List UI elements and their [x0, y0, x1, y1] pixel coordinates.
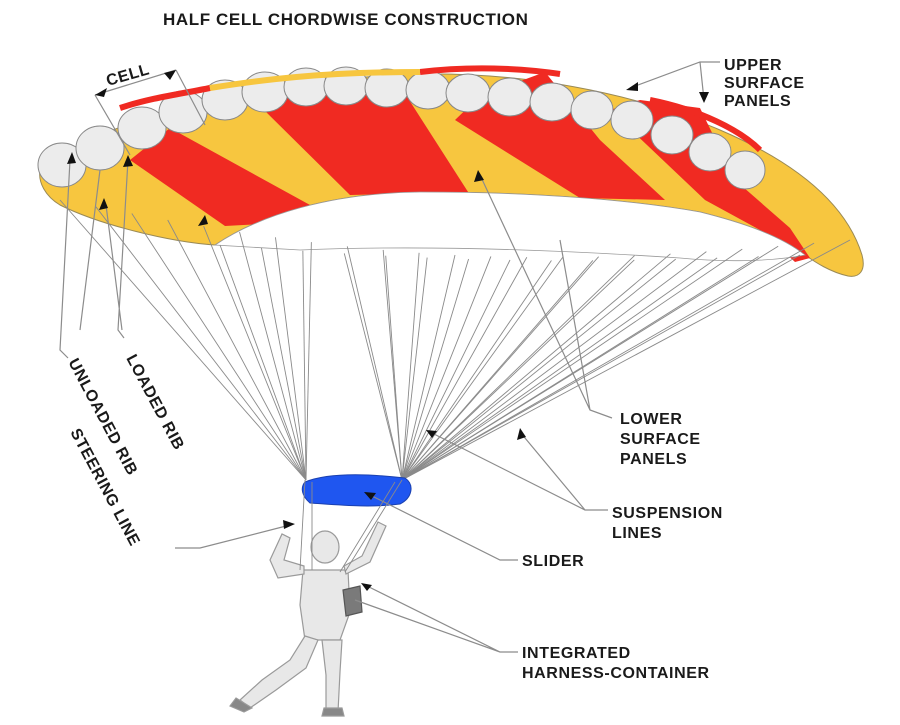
suspension-line [401, 254, 801, 481]
upper-surface-line1: UPPER [724, 57, 782, 74]
suspension-line [401, 257, 428, 481]
container [342, 585, 363, 617]
suspension-line1: SUSPENSION [612, 505, 723, 522]
harness-line2: HARNESS-CONTAINER [522, 665, 710, 682]
suspension-line [401, 251, 707, 481]
suspension-line [401, 258, 676, 481]
diagram-title: HALF CELL CHORDWISE CONSTRUCTION [163, 10, 528, 29]
upper-rim-yellow [209, 69, 421, 91]
suspension-line [401, 253, 671, 481]
suspension-line [167, 219, 307, 481]
suspension-line [275, 237, 307, 481]
suspension-line2: LINES [612, 525, 662, 542]
red-stripe-2 [262, 78, 470, 195]
upper-surface-callout: UPPER SURFACE PANELS [626, 57, 805, 110]
upper-surface-line2: SURFACE [724, 75, 805, 92]
harness-callout: INTEGRATED HARNESS-CONTAINER [354, 583, 710, 682]
unloaded-rib-label: UNLOADED RIB [64, 356, 140, 479]
canopy [37, 65, 864, 277]
jumper-boot-left [229, 697, 254, 713]
suspension-line [401, 257, 718, 481]
red-stripe-1 [130, 128, 310, 226]
lower-surface-line1: LOWER [620, 411, 683, 428]
jumper-figure [229, 521, 387, 717]
jumper-boot-right [321, 707, 345, 717]
harness-line1: INTEGRATED [522, 645, 631, 662]
suspension-line [59, 199, 307, 481]
jumper-torso [299, 569, 351, 641]
jumper-right-arm [343, 521, 387, 575]
suspension-line [260, 247, 307, 481]
steering-line-label: STEERING LINE [66, 426, 142, 549]
lower-surface-line3: PANELS [620, 451, 687, 468]
suspension-line [401, 255, 635, 481]
jumper-left-arm [269, 533, 305, 579]
suspension-line [401, 256, 528, 481]
suspension-line [95, 206, 307, 481]
suspension-line [302, 250, 307, 481]
lower-surface-area [213, 191, 806, 262]
upper-rim-red-3 [649, 97, 763, 153]
suspension-line [401, 257, 564, 481]
suspension-line [239, 231, 307, 481]
suspension-line [131, 213, 307, 481]
riser-left [299, 479, 313, 571]
suspension-line [346, 246, 403, 481]
suspension-line [401, 258, 470, 481]
jumper-right-leg [321, 639, 343, 713]
upper-rim-red-2 [419, 65, 561, 77]
slider [301, 474, 412, 507]
suspension-lines [59, 199, 851, 481]
suspension-line [401, 239, 851, 481]
suspension-line [385, 255, 403, 481]
suspension-line [219, 244, 307, 481]
upper-surface-line3: PANELS [724, 93, 791, 110]
upper-rim-red [119, 85, 211, 111]
suspension-line [305, 242, 312, 481]
loaded-rib-label: LOADED RIB [122, 352, 187, 453]
suspension-line [401, 248, 743, 481]
suspension-callout: SUSPENSION LINES [426, 428, 723, 542]
lower-surface-line2: SURFACE [620, 431, 701, 448]
riser-right [339, 479, 403, 573]
suspension-line [343, 253, 403, 481]
lower-surface-callout: LOWER SURFACE PANELS [474, 170, 701, 468]
suspension-line [401, 260, 552, 481]
suspension-line [401, 242, 815, 481]
slider-label: SLIDER [522, 553, 584, 570]
suspension-line [401, 256, 492, 481]
suspension-line [401, 260, 594, 481]
slider-callout: SLIDER [364, 492, 584, 570]
jumper-head [310, 530, 340, 564]
suspension-line [401, 259, 511, 481]
suspension-line [401, 252, 420, 481]
jumper-left-leg [239, 635, 319, 709]
suspension-line [203, 226, 307, 481]
suspension-line [401, 254, 456, 481]
suspension-line [401, 259, 635, 481]
cell-label: CELL [104, 61, 151, 90]
suspension-line [401, 256, 759, 481]
